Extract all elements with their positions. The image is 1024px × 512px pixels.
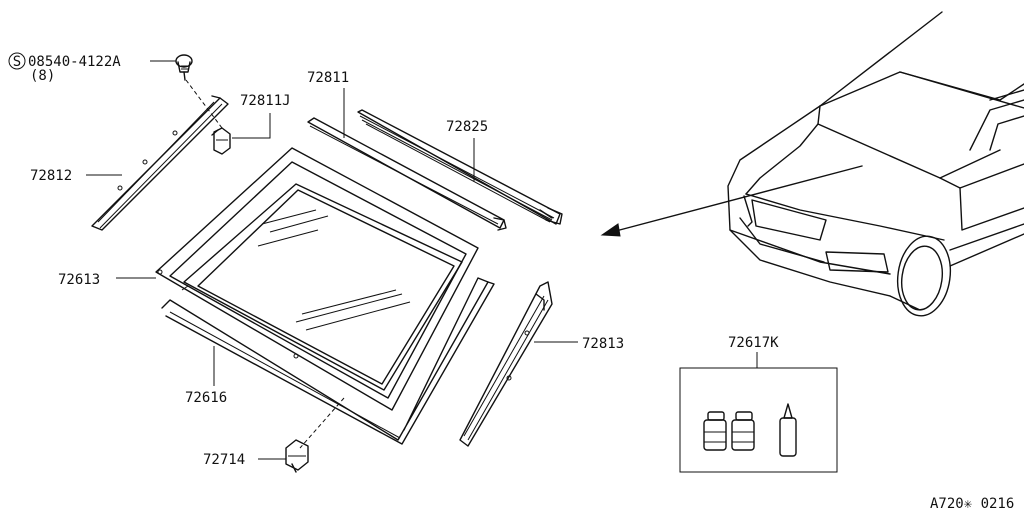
cowl-seal-number: 72825	[446, 119, 488, 135]
molding-side-right	[459, 281, 553, 447]
dam-rubber-callout: 72616	[185, 346, 227, 406]
spacer-number: 72714	[203, 452, 245, 468]
windshield-glass-callout: 72613	[58, 272, 156, 288]
cowl-seal-callout: 72825	[446, 119, 488, 182]
primer-bottle-2-icon	[731, 411, 755, 451]
windshield-glass	[155, 147, 479, 411]
screw-part-number: 08540-4122A	[28, 54, 121, 70]
molding-upper	[307, 117, 507, 231]
adhesive-kit-box	[679, 367, 838, 473]
screw-callout: S 08540-4122A (8)	[8, 52, 176, 84]
screw-quantity: (8)	[30, 68, 55, 84]
clip-upper-callout: 72811J	[232, 93, 291, 139]
spacer-dashed-guide	[299, 397, 345, 449]
molding-side-left	[91, 95, 229, 231]
molding-side-right-number: 72813	[582, 336, 624, 352]
location-arrow	[600, 165, 863, 237]
spacer-icon	[285, 439, 309, 473]
adhesive-tube-icon	[779, 403, 797, 457]
molding-side-left-callout: 72812	[30, 168, 122, 184]
car-illustration	[727, 11, 1024, 317]
molding-side-right-callout: 72813	[534, 336, 624, 352]
clip-upper-icon	[211, 127, 231, 155]
primer-bottle-1-icon	[703, 411, 727, 451]
clip-upper-number: 72811J	[240, 93, 291, 109]
clip-upper-leader	[232, 113, 271, 139]
dam-rubber-number: 72616	[185, 390, 227, 406]
screw-symbol: S	[13, 54, 21, 70]
molding-upper-callout: 72811	[307, 70, 349, 138]
windshield-glass-number: 72613	[58, 272, 100, 288]
screw-icon	[175, 54, 193, 81]
diagram-code: A720✳ 0216	[930, 496, 1014, 512]
spacer-callout: 72714	[203, 452, 286, 468]
dam-rubber	[161, 277, 495, 445]
molding-side-left-number: 72812	[30, 168, 72, 184]
cowl-seal	[357, 109, 563, 225]
screw-symbol-circle	[8, 52, 26, 70]
molding-upper-number: 72811	[307, 70, 349, 86]
adhesive-kit-number: 72617K	[728, 335, 779, 351]
adhesive-kit-callout: 72617K	[728, 335, 779, 368]
screw-dashed-guide	[185, 79, 223, 129]
